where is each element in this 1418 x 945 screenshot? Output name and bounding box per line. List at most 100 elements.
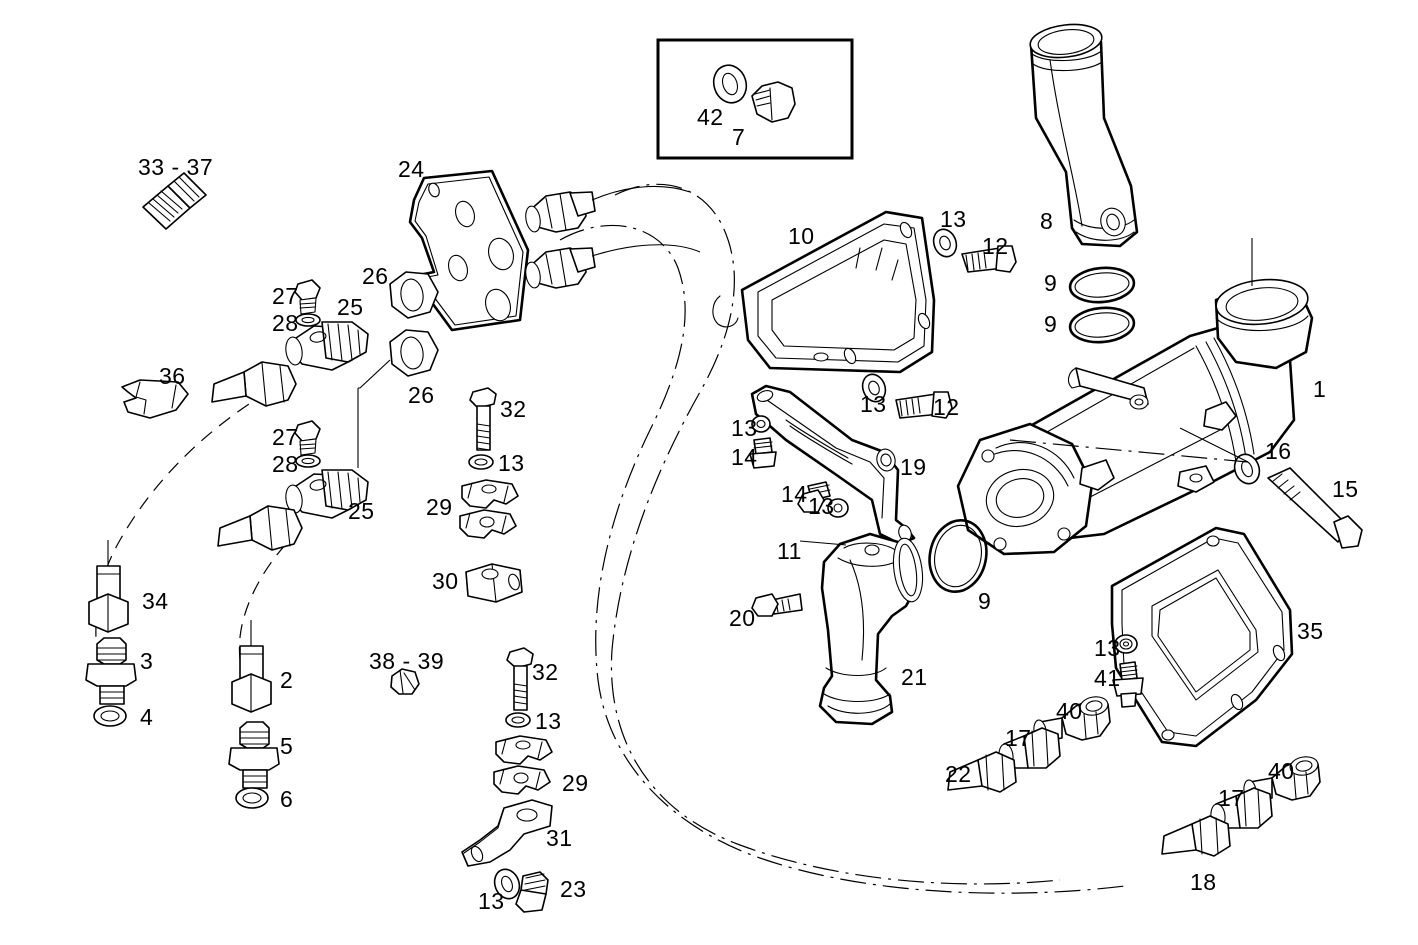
part-17-union-fitting-lower [1210,787,1273,829]
part-22-union-nut [947,751,1017,793]
callout-15: 15 [1332,476,1359,502]
part-29-pipe-clamp-upper [459,479,519,539]
part-2-hollow-screw [231,620,272,713]
part-14-hex-bolt-below [797,481,831,513]
callout-38-39: 38 - 39 [369,648,445,674]
part-29-pipe-clamp-lower [493,735,553,795]
callout-32-a: 32 [500,396,527,422]
part-26-union-nut-upper [389,271,439,319]
part-26-union-nut-lower [357,329,439,468]
callout-35: 35 [1297,618,1324,644]
part-41-stud-screw [1112,661,1144,708]
part-18-union-nut [1161,815,1231,857]
callout-16: 16 [1265,438,1292,464]
callout-31: 31 [546,825,573,851]
part-6-seal-ring [235,787,269,809]
callout-17-a: 17 [1005,725,1032,751]
part-9-oring-elbow [928,519,988,593]
part-9-oring-lower [1068,306,1136,344]
callout-27-b: 27 [272,424,299,450]
part-33-37-stud-bolt [142,172,207,230]
callout-10: 10 [788,223,815,249]
callout-20: 20 [729,605,756,631]
callout-22: 22 [945,761,972,787]
part-19-support-arm [750,384,916,546]
callout-8: 8 [1040,208,1054,234]
callout-28-b: 28 [272,451,299,477]
callout-4: 4 [140,704,154,730]
hose-connector-upper [525,185,691,233]
callout-18: 18 [1190,869,1217,895]
part-13-washer-41 [1114,634,1138,654]
part-10-gasket-frame [712,210,936,374]
part-9-oring-upper [1068,266,1136,304]
callout-40-b: 40 [1268,758,1295,784]
part-11-21-coolant-elbow [799,532,924,726]
part-13-washer-below [827,498,849,518]
part-27-28-25-upper [285,279,369,371]
detail-inset-box [656,38,854,160]
callout-40-a: 40 [1056,698,1083,724]
callout-26-a: 26 [362,263,389,289]
part-12-hex-bolt-mid [895,391,953,419]
callout-2: 2 [280,667,294,693]
hose-connector-lower [525,244,701,289]
callout-9-b: 9 [1044,311,1058,337]
callout-1: 1 [1313,376,1327,402]
callout-30: 30 [432,568,459,594]
callout-13-h: 13 [1094,635,1121,661]
callout-32-b: 32 [532,659,559,685]
callout-26-b: 26 [408,382,435,408]
callout-13-c: 13 [535,708,562,734]
part-27-28-25-lower [285,420,369,519]
callout-13-e: 13 [731,415,758,441]
part-30-clamp-block [465,563,523,603]
part-13-washer-12-mid [861,373,887,403]
part-8-coolant-pipe [1029,23,1139,248]
part-13-washer-12-upper [932,228,958,258]
hose-end-nut-lower [217,505,303,551]
part-38-39-union-nut [390,668,420,695]
callout-7: 7 [732,124,746,150]
callout-28-a: 28 [272,310,299,336]
part-31-bracket [461,799,553,867]
callout-14-a: 14 [731,444,758,470]
callout-25-a: 25 [337,294,364,320]
part-32-hex-bolt-lower [506,647,534,711]
callout-17-b: 17 [1218,785,1245,811]
part-5-connector-nipple [228,721,280,789]
part-13-washer-arm-left [751,415,771,433]
callout-13-d: 13 [478,888,505,914]
part-1-oil-cooler-housing [956,238,1314,556]
callout-33-37: 33 - 37 [138,154,214,180]
part-4-seal-ring [93,705,127,727]
callout-36: 36 [159,363,186,389]
part-35-gasket-plate [1110,526,1294,748]
part-12-hex-bolt-upper [961,245,1017,273]
part-23-hex-bolt [515,871,549,913]
part-14-hex-bolt-arm-left [749,437,777,469]
callout-42: 42 [697,104,724,130]
callout-23: 23 [560,876,587,902]
part-13-washer-lower [505,712,531,728]
callout-12-b: 12 [933,394,960,420]
callout-13-b: 13 [498,450,525,476]
callout-13-f: 13 [808,493,835,519]
part-32-hex-bolt-upper [469,387,497,451]
callout-5: 5 [280,733,294,759]
callout-34: 34 [142,588,169,614]
callout-12-a: 12 [982,233,1009,259]
part-13-washer-bottom [493,868,521,900]
callout-6: 6 [280,786,294,812]
callout-13-g: 13 [860,391,887,417]
part-36-clamp-half [121,379,189,419]
callout-41: 41 [1094,665,1121,691]
hose-end-nut-upper [211,361,297,407]
callout-14-b: 14 [781,481,808,507]
callout-9-a: 9 [1044,270,1058,296]
callout-9-c: 9 [978,588,992,614]
callout-13-a: 13 [940,206,967,232]
callout-29-a: 29 [426,494,453,520]
callout-29-b: 29 [562,770,589,796]
